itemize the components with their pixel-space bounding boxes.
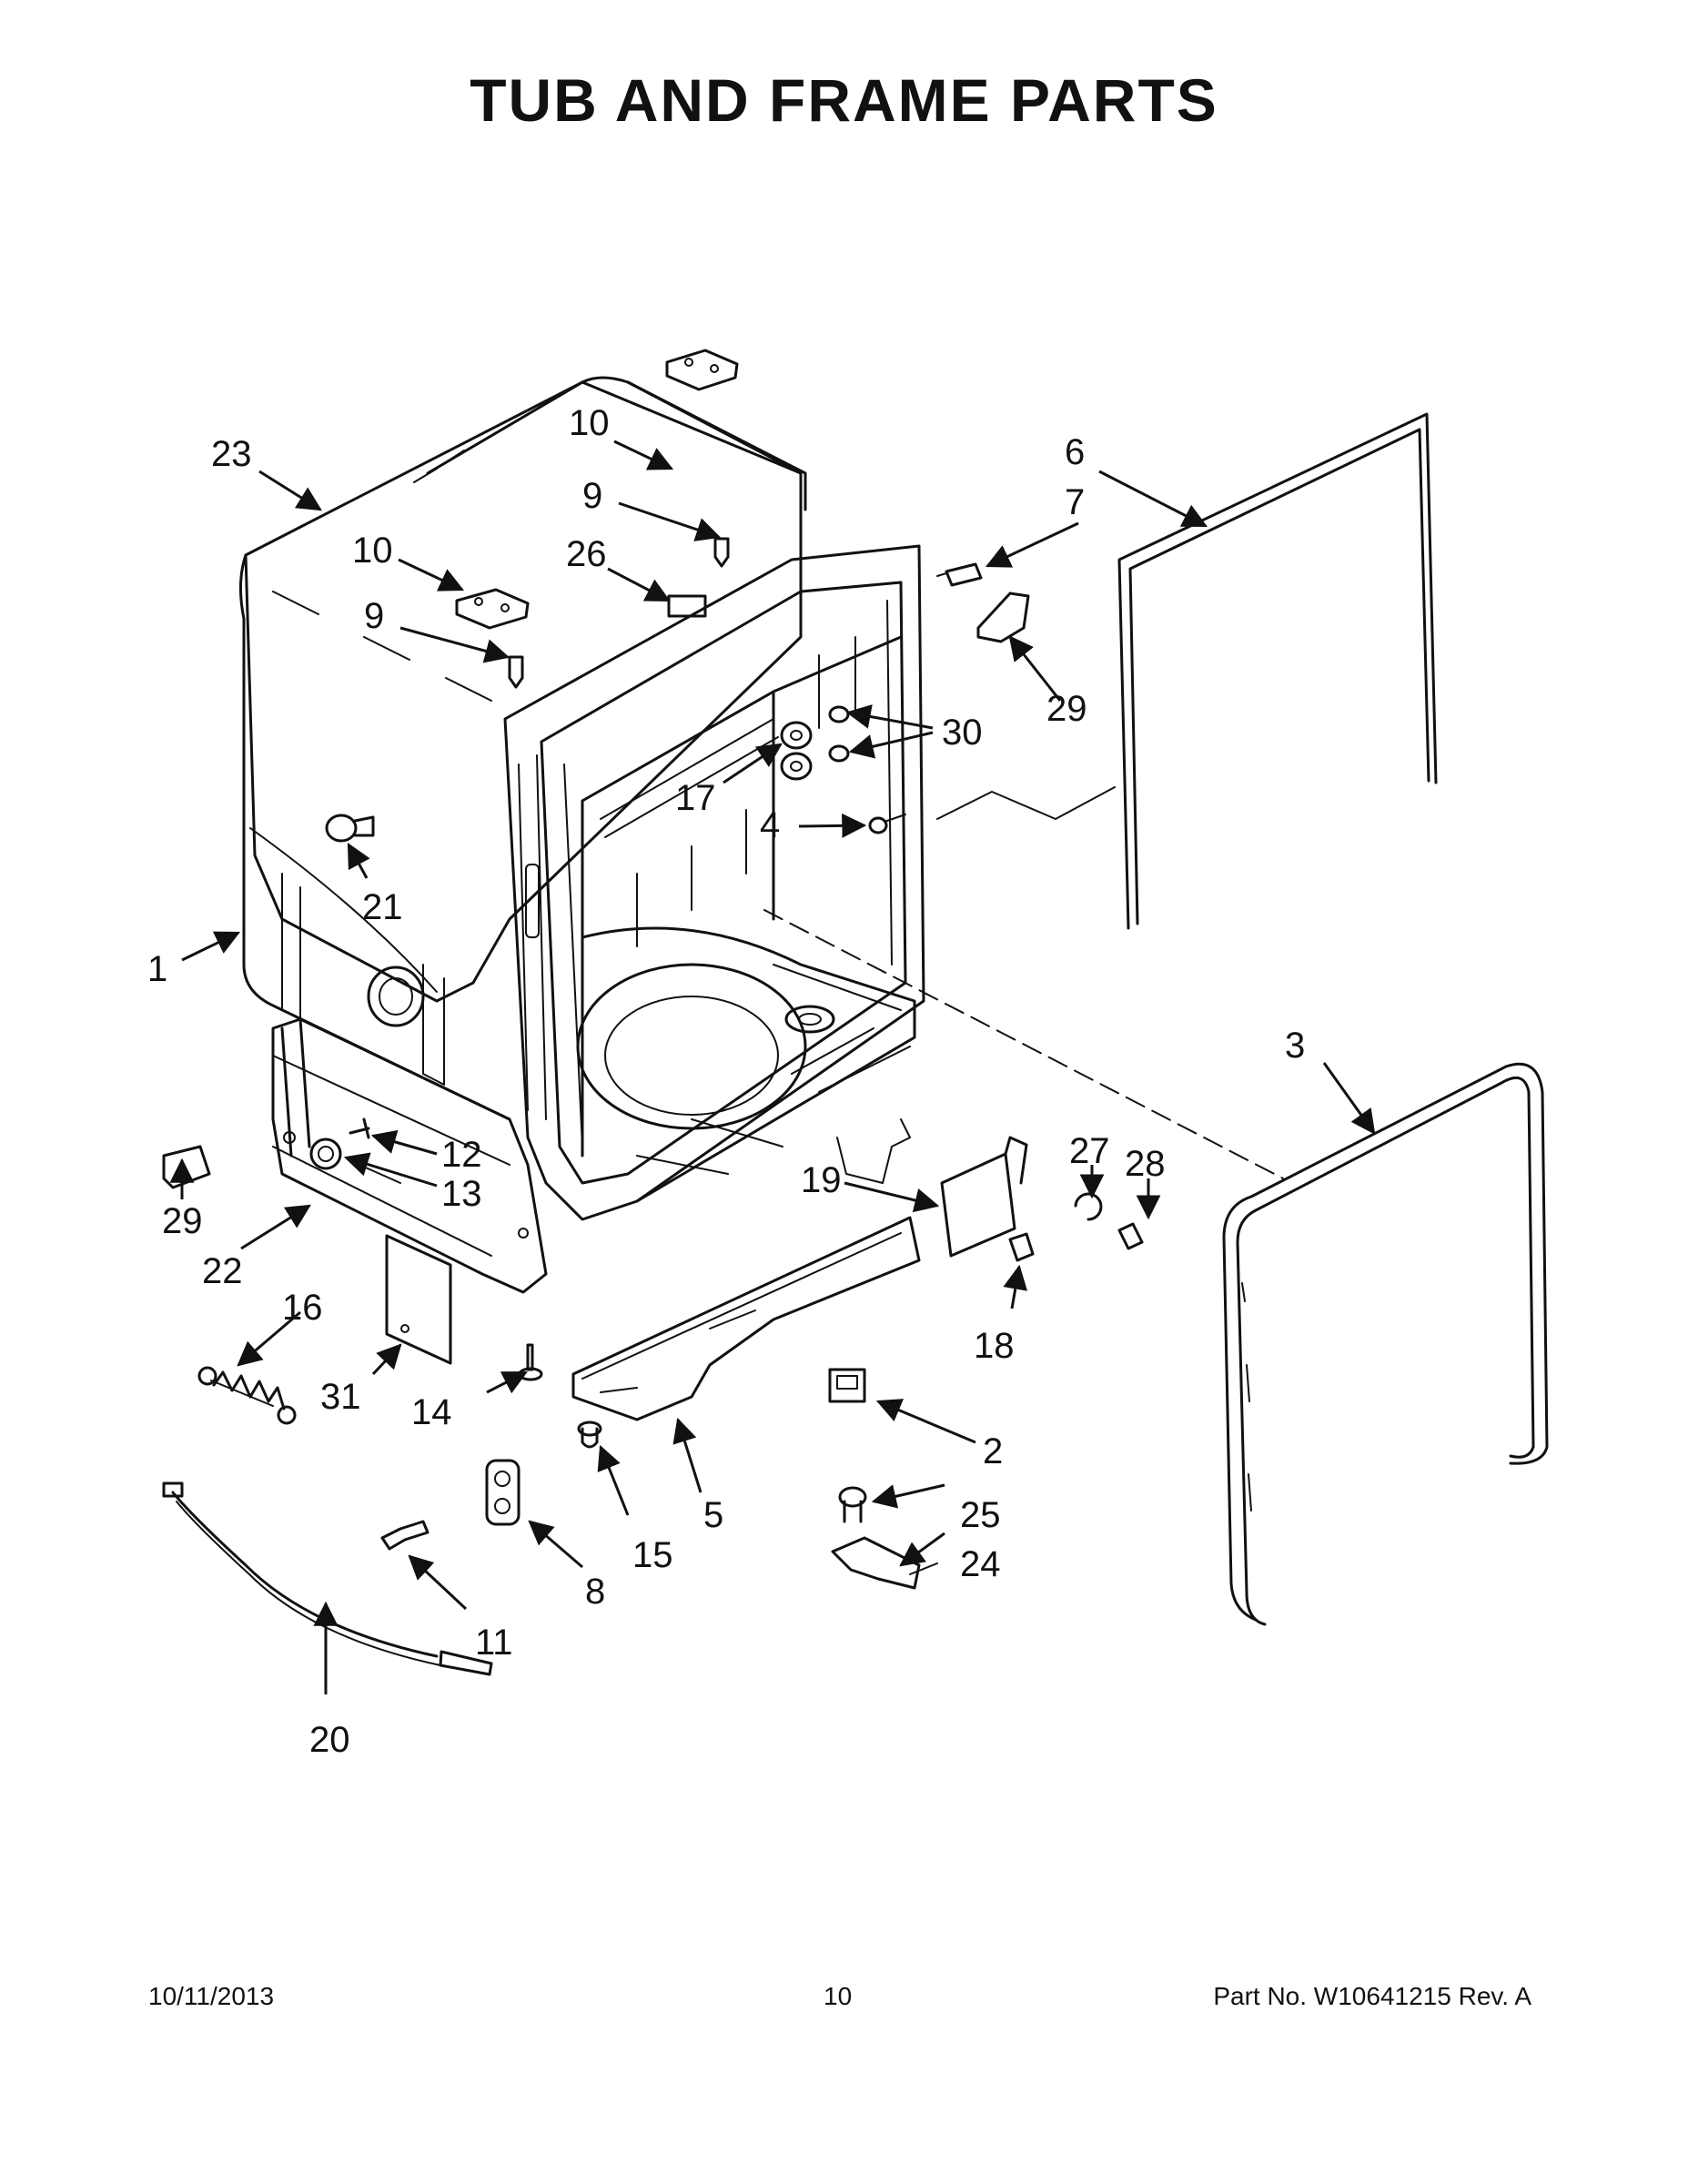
plug-drawing [325, 814, 375, 843]
stud-drawing [868, 814, 906, 834]
callout-14: 14 [411, 1392, 452, 1432]
callout-4: 4 [760, 805, 780, 845]
clip-drawing [667, 594, 707, 618]
screw-drawing [380, 1520, 430, 1551]
base-frame-drawing [271, 1017, 548, 1294]
callout-6: 6 [1065, 432, 1085, 472]
callout-labels: 1 2 3 4 5 6 7 8 9 9 10 10 11 12 13 14 15… [147, 403, 1305, 1760]
callout-22: 22 [202, 1251, 243, 1291]
callout-26: 26 [566, 534, 607, 574]
base-cover-drawing [571, 1216, 921, 1421]
callout-10b: 10 [352, 531, 393, 571]
callout-12: 12 [441, 1135, 482, 1175]
callout-27: 27 [1069, 1131, 1110, 1171]
callout-7: 7 [1065, 482, 1085, 522]
callout-11: 11 [475, 1623, 513, 1663]
callout-28: 28 [1125, 1144, 1166, 1184]
callout-2: 2 [983, 1431, 1003, 1471]
callout-23: 23 [211, 434, 252, 474]
callout-10a: 10 [569, 403, 610, 443]
screw-drawing [1008, 1222, 1144, 1262]
door-spring-drawing [197, 1366, 297, 1425]
callout-30: 30 [942, 713, 983, 753]
callout-9b: 9 [364, 596, 384, 636]
callout-3: 3 [1285, 1026, 1305, 1066]
float-switch-drawing [831, 1486, 938, 1590]
callout-31: 31 [320, 1377, 361, 1417]
footer-date: 10/11/2013 [148, 1982, 275, 2010]
leader-lines [169, 440, 1376, 1694]
callout-1: 1 [147, 949, 167, 989]
side-cap-drawing [162, 592, 1030, 1189]
callout-19: 19 [801, 1160, 842, 1200]
page-title: TUB AND FRAME PARTS [470, 66, 1218, 134]
footer-page-number: 10 [824, 1982, 853, 2010]
label-card-drawing [385, 1234, 452, 1365]
callout-21: 21 [362, 887, 403, 927]
screw-drawing [936, 562, 983, 587]
callout-20: 20 [309, 1720, 350, 1760]
callout-17: 17 [675, 778, 716, 818]
hinge-plate-drawing [455, 349, 739, 630]
clip-drawing [1074, 1192, 1103, 1221]
wire-harness-drawing [162, 1481, 493, 1676]
door-hinge-drawing [485, 1459, 521, 1526]
footer-part-number: Part No. W10641215 Rev. A [1213, 1982, 1531, 2010]
foot-drawing [577, 1421, 602, 1449]
callout-13: 13 [441, 1174, 482, 1214]
callout-15: 15 [632, 1535, 673, 1575]
callout-16: 16 [282, 1288, 323, 1328]
callout-5: 5 [703, 1495, 723, 1535]
callout-29b: 29 [162, 1201, 203, 1241]
callout-24: 24 [960, 1544, 1001, 1584]
rack-roller-drawing [780, 705, 850, 781]
callout-9a: 9 [582, 476, 602, 516]
callout-25: 25 [960, 1495, 1001, 1535]
tub-seal-drawing [1222, 1062, 1549, 1626]
bracket-drawing [940, 1136, 1028, 1258]
callout-29a: 29 [1046, 689, 1087, 729]
tub-assembly-drawing [238, 376, 1284, 1221]
door-gasket-drawing [1117, 412, 1438, 930]
callout-18: 18 [974, 1326, 1015, 1366]
callout-8: 8 [585, 1572, 605, 1612]
switch-drawing [828, 1368, 866, 1403]
screw-drawing [508, 537, 730, 689]
